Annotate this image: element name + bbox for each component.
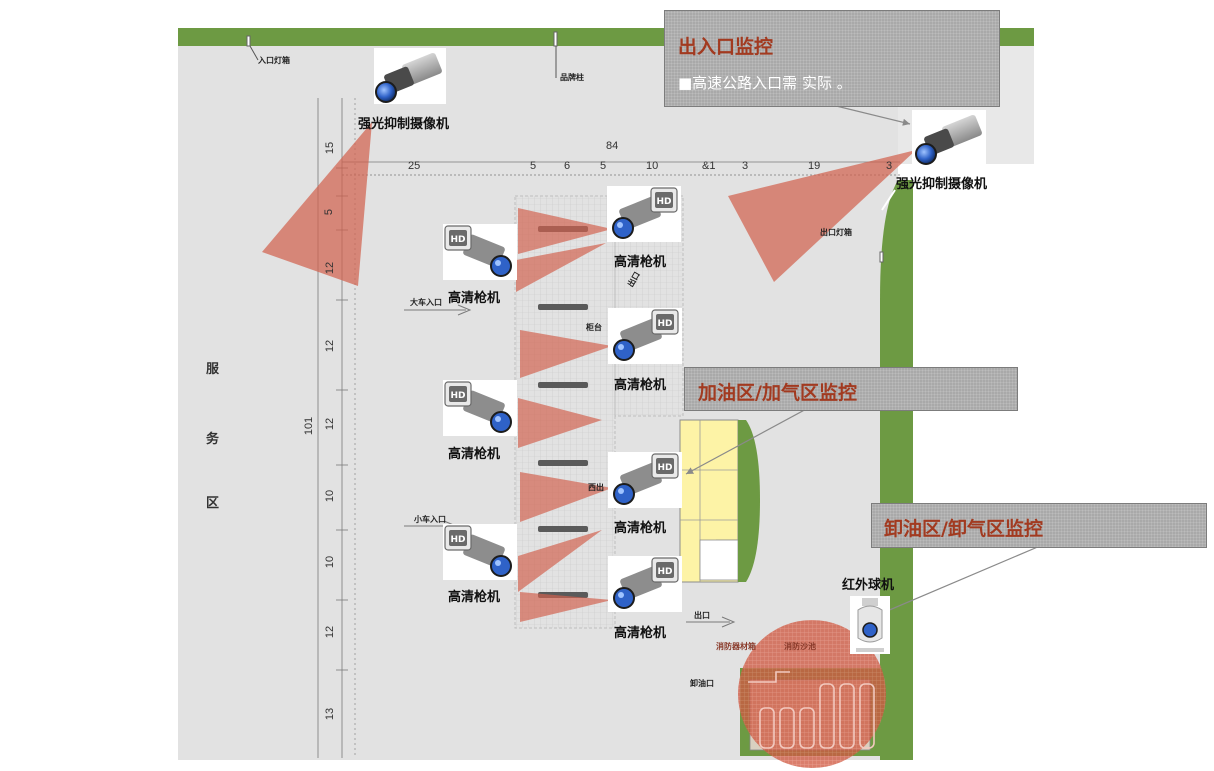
hd-badge-text: HD (450, 235, 465, 245)
hd-bullet-camera-icon: HD (608, 308, 682, 364)
counter-label: 柜台 (586, 323, 602, 332)
coverage-glare-right (728, 150, 916, 282)
car-entrance-label: 小车入口 (414, 515, 446, 524)
entrance-light-box-label: 入口灯箱 (258, 56, 290, 65)
dimension-left-segment: 13 (324, 707, 337, 721)
dimension-top-segment: 5 (600, 160, 607, 172)
hd-camera-label: 高清枪机 (614, 521, 667, 536)
exit-light-box-label: 出口灯箱 (820, 228, 852, 237)
dimension-top-segment: 5 (530, 160, 537, 172)
building-lawn (738, 420, 760, 582)
glare-camera-label: 强光抑制摄像机 (358, 117, 450, 132)
dimension-left-segment: 12 (324, 339, 337, 353)
coverage-infrared (738, 620, 886, 768)
hd-bullet-camera-icon: HD (443, 380, 517, 436)
dimension-left-segment: 10 (324, 555, 337, 569)
callout-title: 加油区/加气区监控 (698, 382, 857, 404)
unloading-area-monitoring-callout: 卸油区/卸气区监控 (871, 503, 1207, 548)
callout-bullet-text: ■高速公路入口需 实际 。 (678, 74, 852, 92)
hd-camera-label: 高清枪机 (614, 378, 667, 393)
infrared-dome-camera-icon (850, 596, 890, 654)
hd-camera-label: 高清枪机 (614, 626, 667, 641)
fire-equipment-label: 消防器材箱 (716, 642, 756, 651)
hd-bullet-camera-icon: HD (443, 224, 517, 280)
right-green-band (880, 180, 913, 760)
hd-bullet-camera-icon: HD (608, 452, 682, 508)
dimension-left-segment: 10 (324, 489, 337, 503)
dimension-left-segment: 5 (323, 208, 336, 216)
dimension-left-segment: 12 (324, 625, 337, 639)
exit-label: 出口 (694, 611, 710, 620)
exit-light-box-marker (879, 251, 884, 263)
hd-badge-text: HD (656, 197, 671, 207)
service-area-char-2: 务 (206, 432, 220, 447)
dimension-top-segment: 19 (808, 160, 821, 172)
brand-pole-label: 品牌柱 (560, 73, 584, 82)
leader-entrance (827, 103, 911, 126)
dimension-total-width: 84 (606, 140, 619, 152)
hd-bullet-camera-icon: HD (607, 186, 681, 242)
glare-camera-label: 强光抑制摄像机 (896, 177, 988, 192)
unload-port-label: 卸油口 (690, 679, 714, 688)
truck-entrance-label: 大车入口 (410, 298, 442, 307)
dimension-top-segment: 3 (742, 160, 749, 172)
hd-badge-text: HD (657, 567, 672, 577)
glare-suppression-camera-icon (912, 110, 986, 166)
dimension-left-segment: 15 (324, 141, 337, 155)
fire-sand-label: 消防沙池 (784, 642, 816, 651)
hd-bullet-camera-icon: HD (608, 556, 682, 612)
callout-title: 卸油区/卸气区监控 (884, 518, 1043, 540)
infrared-camera-label: 红外球机 (842, 578, 895, 593)
coverage-hd (516, 208, 612, 622)
fuel-area-monitoring-callout: 加油区/加气区监控 (684, 367, 1018, 411)
dimension-top-segment: 25 (408, 160, 421, 172)
dimension-left-segment: 12 (324, 417, 337, 431)
service-area-char-1: 服 (206, 362, 220, 377)
hd-badge-text: HD (450, 391, 465, 401)
hd-bullet-camera-icon: HD (443, 524, 517, 580)
hd-camera-label: 高清枪机 (448, 447, 501, 462)
hd-badge-text: HD (450, 535, 465, 545)
dimension-top-segment: 3 (886, 160, 893, 172)
callout-title: 出入口监控 (678, 36, 774, 58)
leader-unload (879, 545, 1041, 615)
entrance-light-box-marker (246, 35, 259, 61)
coverage-glare-left (262, 122, 372, 286)
west-exit-label: 西出 (588, 483, 604, 492)
service-area-char-3: 区 (206, 496, 220, 511)
hd-badge-text: HD (657, 319, 672, 329)
entrance-monitoring-callout: 出入口监控 ■高速公路入口需 实际 。 (664, 10, 1000, 107)
dimension-top-segment: 10 (646, 160, 659, 172)
hd-badge-text: HD (657, 463, 672, 473)
hd-camera-label: 高清枪机 (448, 590, 501, 605)
hd-camera-label: 高清枪机 (448, 291, 501, 306)
oil-tanks (759, 683, 875, 749)
glare-suppression-camera-icon (374, 48, 446, 104)
dimension-total-height: 101 (303, 416, 316, 436)
brand-pole-marker (553, 31, 558, 78)
hd-camera-label: 高清枪机 (614, 255, 667, 270)
dimension-left-segment: 12 (324, 261, 337, 275)
dimension-top-segment: &1 (702, 160, 716, 172)
dimension-top-segment: 6 (564, 160, 571, 172)
